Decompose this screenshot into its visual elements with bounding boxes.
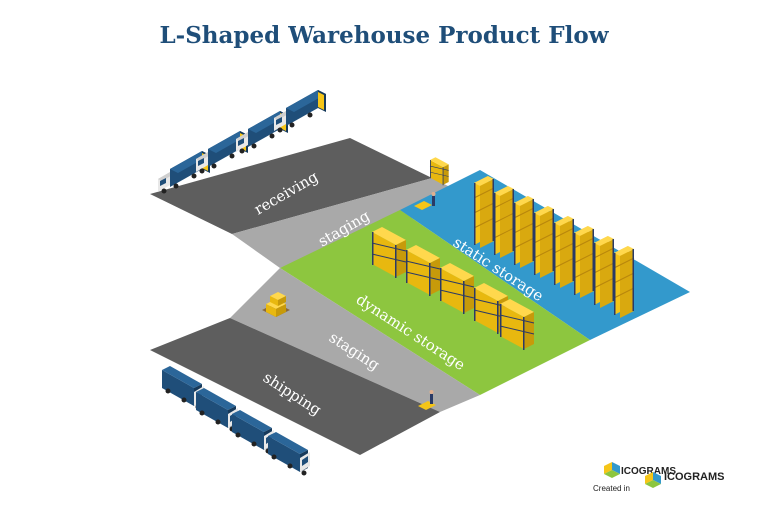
rack-icon <box>573 225 595 299</box>
shipping-zone <box>150 318 440 455</box>
truck-icon <box>268 432 310 476</box>
dynamic-storage-zone <box>280 210 590 395</box>
rack-icon <box>473 175 495 249</box>
truck-icon <box>196 388 238 432</box>
cart-worker-icon <box>418 390 436 410</box>
truck-icon <box>274 90 326 133</box>
page-title: L-Shaped Warehouse Product Flow <box>159 22 609 49</box>
truck-icon <box>232 410 274 454</box>
icograms-logo: ICOGRAMS Created in ICOGRAMS <box>593 462 725 493</box>
logo-brand-bottom: ICOGRAMS <box>664 471 725 483</box>
staging-top-zone <box>232 178 470 268</box>
logo-brand-top: ICOGRAMS <box>621 466 676 477</box>
receiving-zone <box>150 138 432 234</box>
rack-icon <box>533 205 555 279</box>
rack-icon <box>513 195 535 269</box>
rack-icon <box>553 215 575 289</box>
rack-icon <box>493 185 515 259</box>
rack-icon <box>613 245 635 319</box>
staging-bottom-zone <box>230 268 480 412</box>
forklift-worker-icon <box>414 192 436 210</box>
icograms-logo-icon <box>645 472 661 488</box>
rack-icon <box>593 235 615 309</box>
pallet-icon <box>262 292 290 317</box>
logo-created-in: Created in <box>593 484 630 493</box>
icograms-logo-icon <box>604 462 620 478</box>
